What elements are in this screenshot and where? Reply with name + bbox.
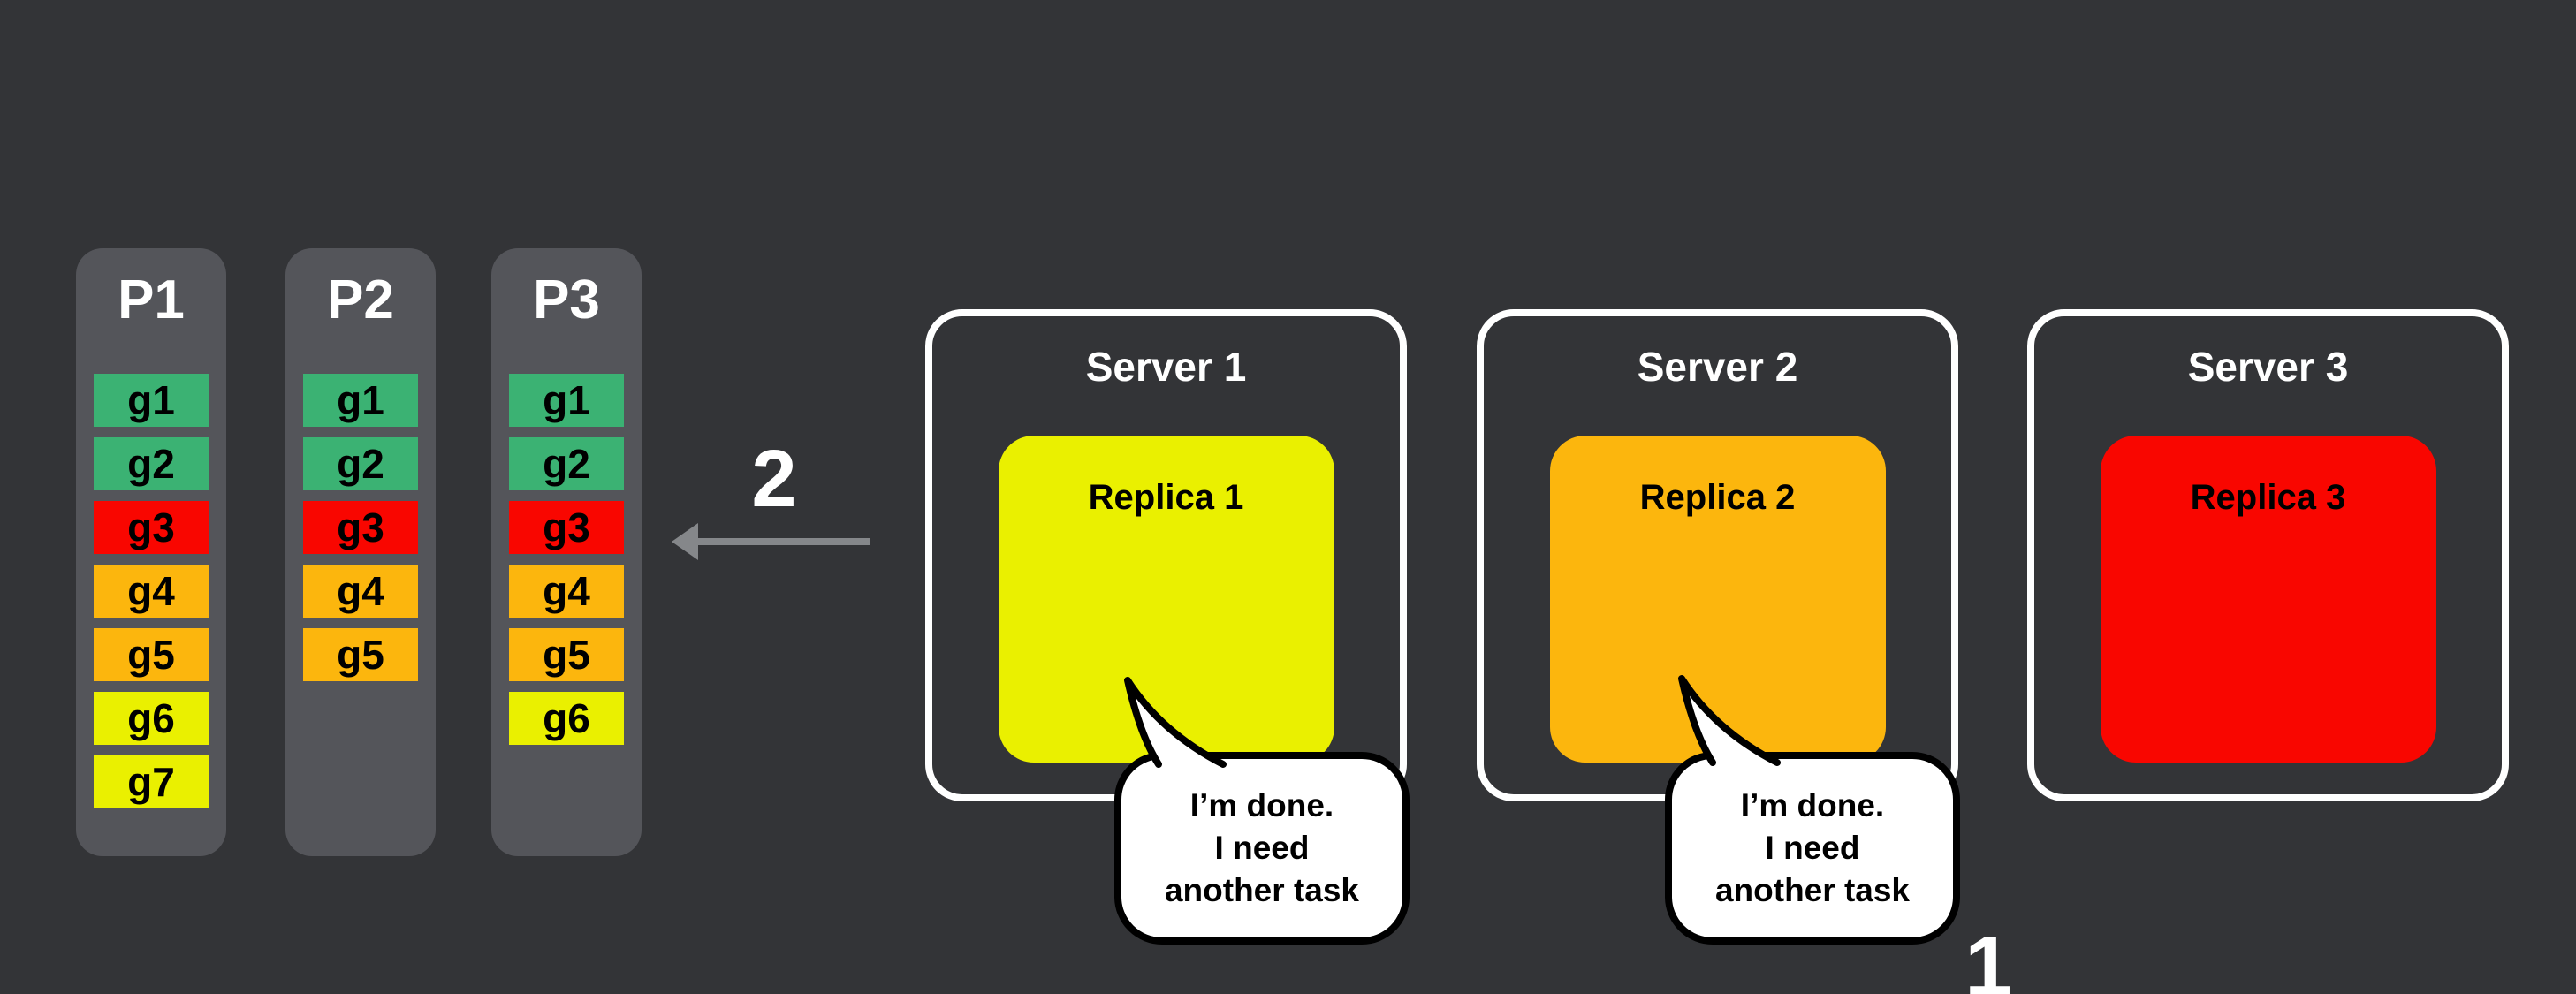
task-chip: g3 (303, 501, 418, 554)
server-box: Server 3 Replica 3 (2027, 309, 2509, 801)
server-title: Server 3 (2187, 344, 2349, 390)
partition-title: P1 (118, 269, 185, 330)
replica-box: Replica 2 (1549, 436, 1886, 763)
task-chip: g1 (509, 374, 624, 427)
bubble-line: I’m done. (1189, 787, 1334, 823)
task-chip: g2 (509, 437, 624, 490)
task-list: g1 g2 g3 g4 g5 g6 g7 (76, 374, 226, 808)
task-chip: g2 (303, 437, 418, 490)
bubble-line: another task (1164, 872, 1359, 908)
bubble-line: I’m done. (1740, 787, 1885, 823)
server-box: Server 2 Replica 2 (1477, 309, 1958, 801)
speech-bubble: I’m done. I need another task (1665, 752, 1960, 945)
speech-bubble: I’m done. I need another task (1114, 752, 1410, 945)
partition-column-p3: P3 g1 g2 g3 g4 g5 g6 (491, 248, 642, 856)
bubble-line: I need (1765, 830, 1860, 866)
task-chip: g7 (94, 755, 209, 808)
bubble-line: another task (1714, 872, 1910, 908)
task-chip: g4 (94, 565, 209, 618)
server-title: Server 1 (1085, 344, 1247, 390)
replica-box: Replica 3 (2100, 436, 2436, 763)
task-chip: g4 (303, 565, 418, 618)
task-chip: g5 (303, 628, 418, 681)
step-1-label: 1 (1964, 919, 2012, 994)
task-chip: g3 (94, 501, 209, 554)
task-list: g1 g2 g3 g4 g5 (285, 374, 436, 681)
bubble-line: I need (1214, 830, 1310, 866)
task-chip: g6 (94, 692, 209, 745)
task-chip: g5 (94, 628, 209, 681)
server-box: Server 1 Replica 1 (925, 309, 1407, 801)
replica-box: Replica 1 (998, 436, 1334, 763)
replica-label: Replica 1 (1088, 478, 1244, 517)
task-chip: g4 (509, 565, 624, 618)
partition-column-p2: P2 g1 g2 g3 g4 g5 (285, 248, 436, 856)
replica-label: Replica 2 (1639, 478, 1796, 517)
partition-title: P2 (327, 269, 394, 330)
task-chip: g2 (94, 437, 209, 490)
partition-column-p1: P1 g1 g2 g3 g4 g5 g6 g7 (76, 248, 226, 856)
task-list: g1 g2 g3 g4 g5 g6 (491, 374, 642, 745)
server-title: Server 2 (1637, 344, 1798, 390)
task-chip: g6 (509, 692, 624, 745)
task-chip: g3 (509, 501, 624, 554)
arrow-head (672, 523, 698, 560)
task-chip: g5 (509, 628, 624, 681)
partition-title: P3 (533, 269, 600, 330)
replica-label: Replica 3 (2190, 478, 2346, 517)
task-chip: g1 (94, 374, 209, 427)
task-chip: g1 (303, 374, 418, 427)
step-2-label: 2 (751, 434, 797, 524)
